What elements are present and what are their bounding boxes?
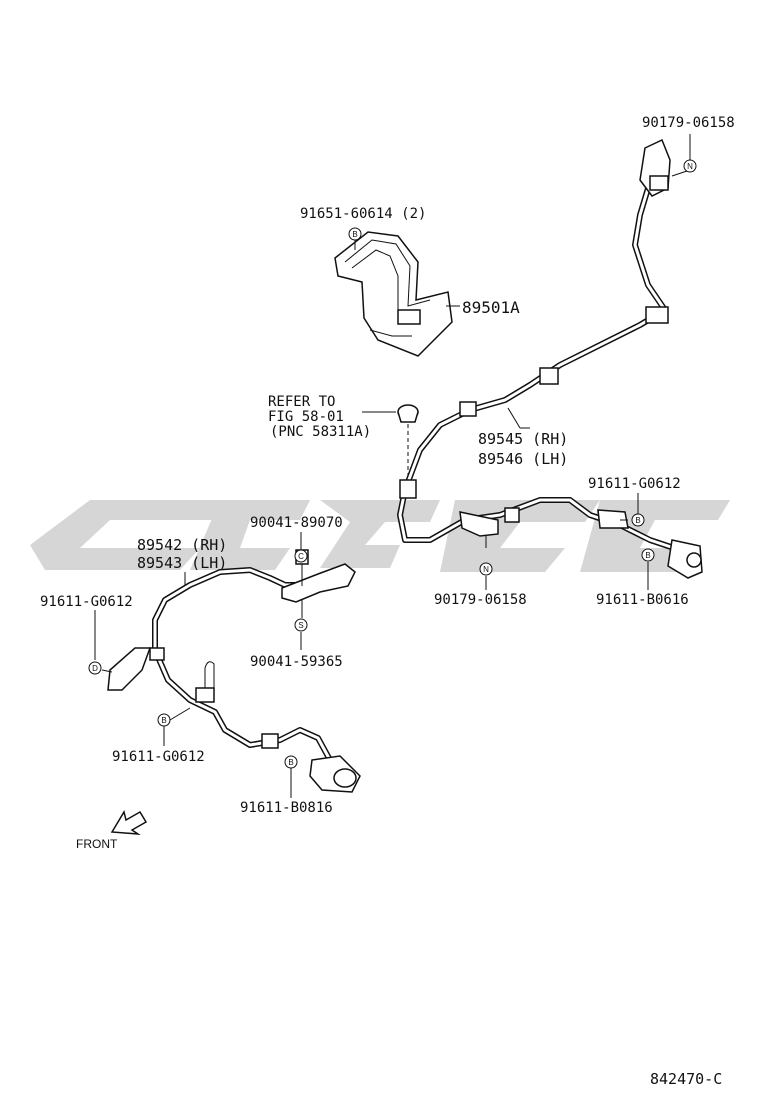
svg-text:N: N [483,565,489,574]
callout-bolt-bracket: 91651-60614 (2) [300,206,426,222]
callout-clip-lower: 90041-59365 [250,654,343,670]
badge-b-rear-upper: B [631,513,645,527]
callout-bolt-top-right: 90179-06158 [642,115,735,131]
callout-front-bolt-mid: 91611-G0612 [112,749,205,765]
brand-watermark [30,500,730,572]
bracket-89501A [334,231,453,357]
svg-text:B: B [635,516,640,525]
badge-b-front-sensor: B [284,755,298,769]
front-direction-arrow-icon [110,810,148,835]
callout-front-sensor-lh: 89543 (LH) [137,554,227,572]
callout-rear-bolt-center: 90179-06158 [434,592,527,608]
refer-note-line1: REFER TO [268,394,335,410]
badge-b-rear-sensor: B [641,548,655,562]
refer-note-line3: (PNC 58311A) [270,424,371,440]
svg-text:B: B [352,230,357,239]
svg-text:N: N [687,162,693,171]
callout-rear-bolt-sensor: 91611-B0616 [596,592,689,608]
diagram-id: 842470-C [650,1070,722,1088]
grommet-ref-58311A [362,404,419,480]
callout-rear-sensor-lh: 89546 (LH) [478,450,568,468]
front-label: FRONT [76,837,118,851]
callout-rear-sensor-rh: 89545 (RH) [478,430,568,448]
svg-text:B: B [645,551,650,560]
refer-note-line2: FIG 58-01 [268,409,344,425]
rear-speed-sensor-harness [397,138,703,579]
badge-n-rear-center: N [479,562,493,576]
callout-front-bolt-sensor: 91611-B0816 [240,800,333,816]
callout-clip-upper: 90041-89070 [250,515,343,531]
svg-text:B: B [161,716,166,725]
svg-text:C: C [298,552,304,561]
badge-d-front-left: D [88,661,102,675]
callout-front-sensor-rh: 89542 (RH) [137,536,227,554]
callout-bracket: 89501A [462,298,520,317]
svg-text:B: B [288,758,293,767]
badge-b-bracket: B [348,227,362,241]
badge-s-clip: S [294,618,308,632]
badge-b-front-mid: B [157,713,171,727]
svg-text:S: S [298,621,303,630]
badge-n-top: N [683,159,697,173]
svg-text:D: D [92,664,98,673]
front-speed-sensor-harness [107,549,361,793]
badge-c-clip: C [294,549,308,563]
callout-rear-bolt-upper: 91611-G0612 [588,476,681,492]
callout-front-bolt-left: 91611-G0612 [40,594,133,610]
